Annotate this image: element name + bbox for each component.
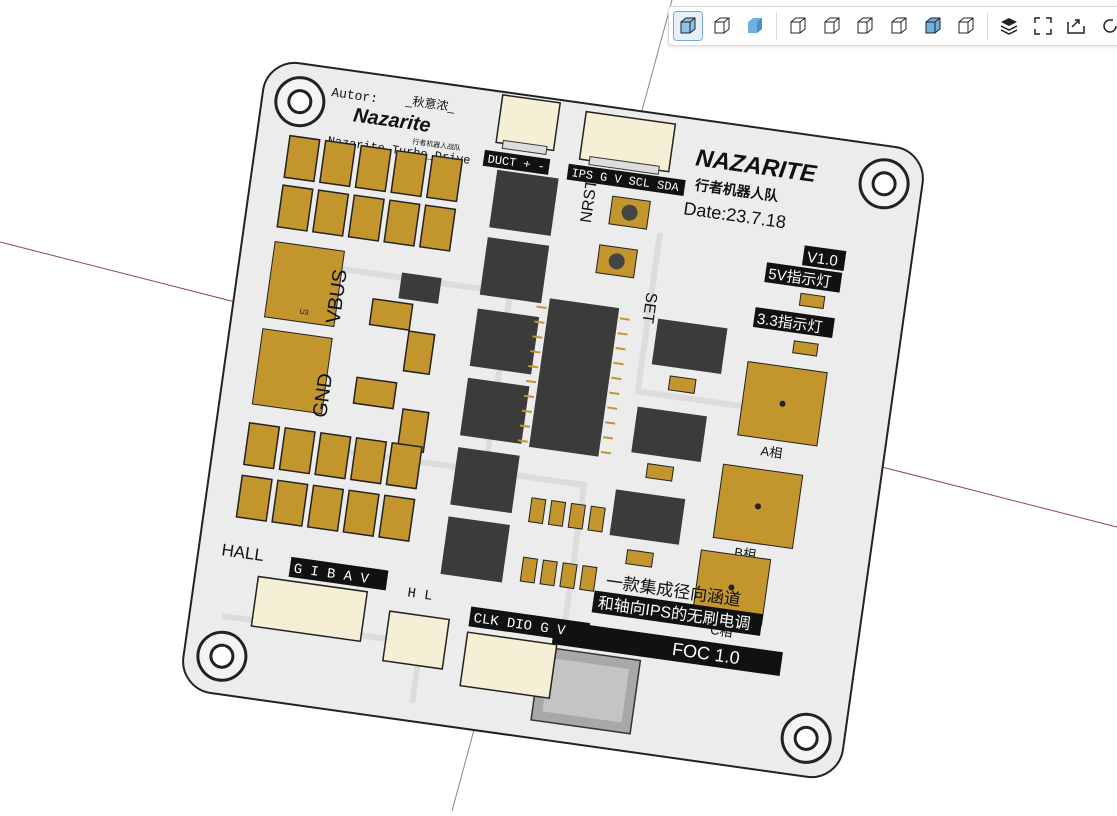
nrst-label: NRST — [578, 178, 601, 224]
phase-a-hole — [779, 400, 786, 407]
u3-label: U3 — [299, 309, 309, 317]
view-right-button[interactable] — [884, 11, 914, 41]
mount-hole-tl — [274, 76, 326, 128]
resistor-array — [519, 497, 606, 592]
view-wireframe-button[interactable] — [707, 11, 737, 41]
author-name: _秋意浓_ — [404, 92, 456, 114]
cube-right-icon — [891, 17, 907, 34]
rotate-button[interactable] — [1095, 11, 1117, 41]
hall-pins-bg — [288, 556, 389, 591]
cube-left-icon — [857, 17, 873, 34]
cube-wireframe-icon — [714, 17, 730, 34]
hall-connector[interactable] — [250, 575, 369, 643]
export-icon — [1067, 19, 1086, 34]
cube-shaded-icon — [680, 17, 696, 34]
desc-line-2-bg — [591, 590, 764, 636]
version-text: V1.0 — [806, 249, 839, 270]
view-left-button[interactable] — [850, 11, 880, 41]
diode-chip — [398, 272, 442, 304]
cube-top-icon — [925, 17, 941, 34]
cube-back-icon — [824, 17, 840, 34]
led5v-pad — [798, 292, 826, 310]
view-shaded-button[interactable] — [740, 11, 770, 41]
gnd-pad[interactable] — [251, 328, 333, 415]
mount-hole-tr — [858, 158, 910, 210]
view-bottom-button[interactable] — [952, 11, 982, 41]
led5v-bg — [764, 262, 843, 293]
fullscreen-icon — [1033, 17, 1052, 35]
duct-label-bg — [482, 149, 551, 175]
author-label: Autor: — [330, 85, 378, 106]
led33-pad — [792, 340, 819, 357]
pcb-board[interactable]: Autor: _秋意浓_ Nazarite 行者机器人战队 Nazarite_T… — [179, 59, 927, 781]
mcu-chip — [517, 298, 630, 457]
fit-view-button[interactable] — [1028, 11, 1058, 41]
view-shaded-edges-button[interactable] — [673, 11, 703, 41]
clk-connector[interactable] — [459, 631, 558, 700]
phase-a-label: A相 — [760, 443, 784, 461]
ips-connector[interactable] — [578, 110, 677, 176]
cube-front-icon — [790, 17, 806, 34]
nrst-button[interactable] — [608, 195, 651, 230]
phase-c-hole — [728, 584, 735, 591]
view-front-button[interactable] — [783, 11, 813, 41]
set-label: SET — [638, 291, 659, 324]
export-button[interactable] — [1062, 11, 1092, 41]
toolbar-separator — [987, 12, 989, 40]
led33-bg — [752, 307, 835, 339]
set-button[interactable] — [595, 244, 639, 279]
toolbar-separator — [776, 12, 778, 40]
hl-connector[interactable] — [382, 610, 451, 670]
mount-hole-bl — [196, 630, 248, 682]
cube-bottom-icon — [958, 17, 974, 34]
usb-c-connector[interactable] — [530, 645, 642, 735]
rotate-icon — [1103, 19, 1117, 33]
view-back-button[interactable] — [817, 11, 847, 41]
phase-b-hole — [754, 503, 761, 510]
foc-bg — [551, 620, 783, 677]
capacitor-bank-top — [276, 134, 464, 252]
driver-chips — [609, 318, 728, 545]
mosfet-column — [440, 169, 559, 583]
layers-icon — [1000, 18, 1018, 35]
hl-label: H L — [406, 586, 433, 605]
ips-label-bg — [566, 163, 686, 196]
vbus-pad[interactable] — [263, 241, 346, 328]
duct-connector[interactable] — [495, 93, 562, 156]
version-bg — [801, 245, 847, 271]
capacitor-bank-bottom — [235, 421, 423, 542]
view-top-button[interactable] — [918, 11, 948, 41]
driver-passives — [625, 375, 697, 568]
mount-hole-br — [780, 712, 832, 764]
view-toolbar — [668, 6, 1117, 46]
layers-button[interactable] — [994, 11, 1024, 41]
clk-label-bg — [468, 606, 591, 643]
cube-solid-icon — [748, 18, 763, 33]
power-passives — [352, 297, 436, 454]
